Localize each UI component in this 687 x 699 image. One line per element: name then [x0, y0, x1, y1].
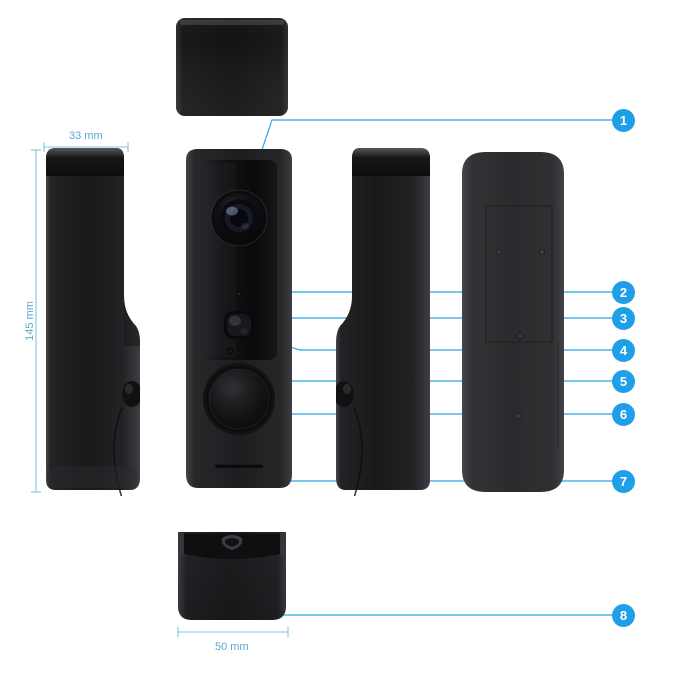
callout-badge-3[interactable]: 3: [612, 307, 635, 330]
bottom-view: [178, 532, 286, 620]
top-view: [176, 18, 288, 116]
callout-badge-2[interactable]: 2: [612, 281, 635, 304]
callout-badge-5[interactable]: 5: [612, 370, 635, 393]
callout-badge-7[interactable]: 7: [612, 470, 635, 493]
dimension-label-width: 33 mm: [69, 130, 103, 142]
callout-badge-8[interactable]: 8: [612, 604, 635, 627]
side-view-left: [46, 148, 140, 496]
callout-badge-6[interactable]: 6: [612, 403, 635, 426]
callout-badge-4[interactable]: 4: [612, 339, 635, 362]
dimension-label-height: 145 mm: [24, 301, 36, 341]
front-view: [186, 149, 292, 488]
back-view: [462, 152, 564, 492]
callout-badge-1[interactable]: 1: [612, 109, 635, 132]
side-view-right: [336, 148, 430, 496]
dimension-label-depth: 50 mm: [215, 641, 249, 653]
